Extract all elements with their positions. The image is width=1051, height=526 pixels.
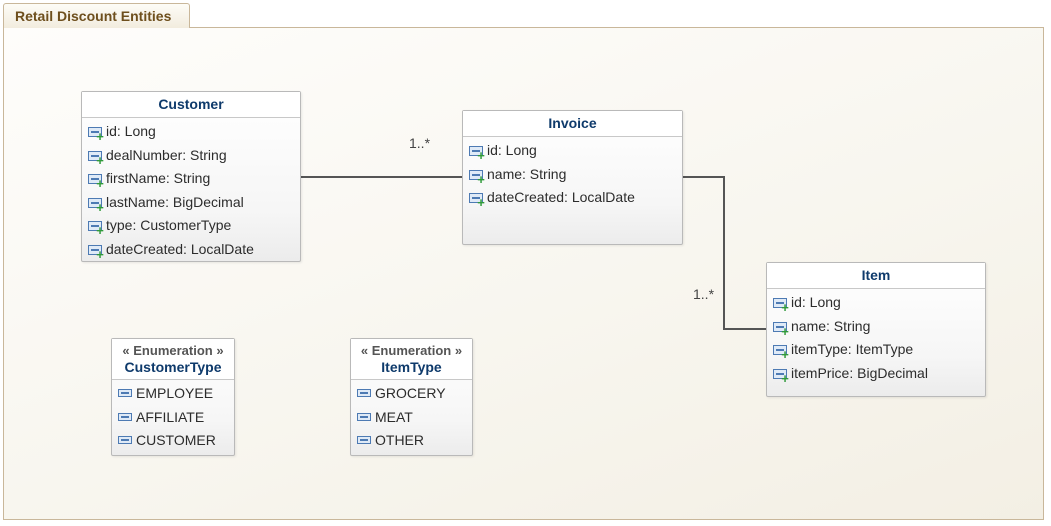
customer-field[interactable]: +dealNumber: String xyxy=(82,144,300,168)
invoice-item-association[interactable] xyxy=(682,176,767,330)
customer-type-enumeration[interactable]: « Enumeration » CustomerType EMPLOYEE AF… xyxy=(111,338,235,456)
field-icon: + xyxy=(773,368,789,385)
enumeration-stereotype: « Enumeration » xyxy=(122,343,224,358)
field-icon: + xyxy=(88,127,104,143)
field-icon: + xyxy=(773,345,789,361)
field-icon: + xyxy=(88,150,104,167)
customer-field[interactable]: +dateCreated: LocalDate xyxy=(82,238,300,262)
field-icon: + xyxy=(469,193,485,209)
field-icon: + xyxy=(88,244,104,261)
diagram-tab[interactable]: Retail Discount Entities xyxy=(3,3,190,28)
enum-literal-icon xyxy=(357,412,371,421)
customer-field[interactable]: +lastName: BigDecimal xyxy=(82,191,300,215)
enumeration-value[interactable]: AFFILIATE xyxy=(112,406,234,430)
enumeration-value[interactable]: CUSTOMER xyxy=(112,429,234,453)
diagram-tab-title: Retail Discount Entities xyxy=(15,8,172,24)
item-entity-title: Item xyxy=(767,263,985,289)
item-type-enumeration[interactable]: « Enumeration » ItemType GROCERY MEAT OT… xyxy=(350,338,473,456)
invoice-entity[interactable]: Invoice +id: Long +name: String +dateCre… xyxy=(462,110,683,245)
customer-entity[interactable]: Customer +id: Long +dealNumber: String +… xyxy=(81,91,301,262)
enum-literal-icon xyxy=(118,436,132,444)
field-icon: + xyxy=(469,146,485,162)
field-icon: + xyxy=(773,298,789,314)
field-icon: + xyxy=(773,321,789,338)
item-field[interactable]: +name: String xyxy=(767,315,985,339)
enum-literal-icon xyxy=(357,436,371,444)
item-field[interactable]: +itemPrice: BigDecimal xyxy=(767,362,985,386)
customer-entity-title: Customer xyxy=(82,92,300,118)
field-icon: + xyxy=(469,169,485,186)
invoice-field[interactable]: +dateCreated: LocalDate xyxy=(463,186,682,210)
field-icon: + xyxy=(88,221,104,237)
invoice-field[interactable]: +id: Long xyxy=(463,139,682,163)
customer-field[interactable]: +id: Long xyxy=(82,120,300,144)
enumeration-stereotype: « Enumeration » xyxy=(360,343,463,358)
item-field[interactable]: +itemType: ItemType xyxy=(767,338,985,362)
enumeration-value[interactable]: OTHER xyxy=(351,429,472,453)
enum-literal-icon xyxy=(118,389,132,397)
field-icon: + xyxy=(88,197,104,214)
enumeration-value[interactable]: EMPLOYEE xyxy=(112,382,234,406)
customer-invoice-multiplicity: 1..* xyxy=(409,135,431,151)
enum-literal-icon xyxy=(357,389,371,397)
field-icon: + xyxy=(88,174,104,190)
invoice-entity-title: Invoice xyxy=(463,111,682,137)
item-entity[interactable]: Item +id: Long +name: String +itemType: … xyxy=(766,262,986,397)
enumeration-title: ItemType xyxy=(381,359,442,375)
item-field[interactable]: +id: Long xyxy=(767,291,985,315)
enumeration-value[interactable]: MEAT xyxy=(351,406,472,430)
customer-field[interactable]: +firstName: String xyxy=(82,167,300,191)
invoice-item-multiplicity: 1..* xyxy=(693,286,715,302)
enumeration-title: CustomerType xyxy=(124,359,222,375)
invoice-field[interactable]: +name: String xyxy=(463,163,682,187)
enum-literal-icon xyxy=(118,412,132,421)
customer-field[interactable]: +type: CustomerType xyxy=(82,214,300,238)
enumeration-value[interactable]: GROCERY xyxy=(351,382,472,406)
